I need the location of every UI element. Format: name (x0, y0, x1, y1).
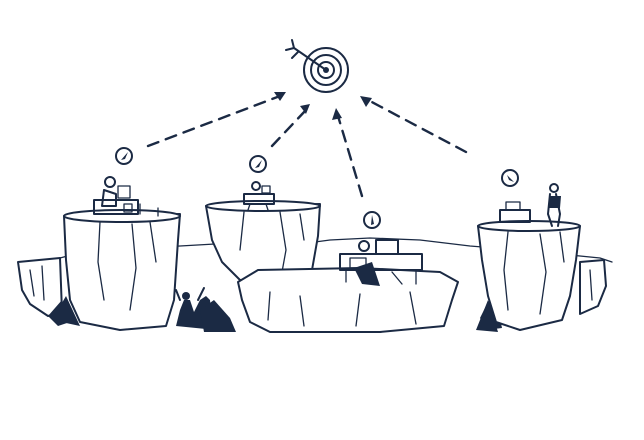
arrow-left-to-target (146, 92, 286, 148)
person-at-desk-left (93, 176, 159, 217)
arrow-platform-to-target (332, 108, 364, 198)
compass-icon (501, 169, 519, 187)
person-at-desk-platform (339, 239, 423, 286)
pillar-right (476, 220, 581, 332)
cheering-person (175, 287, 236, 332)
compass-icon (249, 155, 267, 173)
compass-icon (363, 211, 381, 229)
platform-center-low (237, 267, 459, 333)
arrow-right-to-target (360, 96, 468, 154)
pillar-left (52, 209, 181, 331)
target-icon (285, 39, 349, 93)
arrow-center-to-target (270, 104, 310, 148)
standing-person-right (499, 183, 561, 227)
person-at-desk-center (243, 181, 275, 211)
compass-icon (115, 147, 133, 165)
